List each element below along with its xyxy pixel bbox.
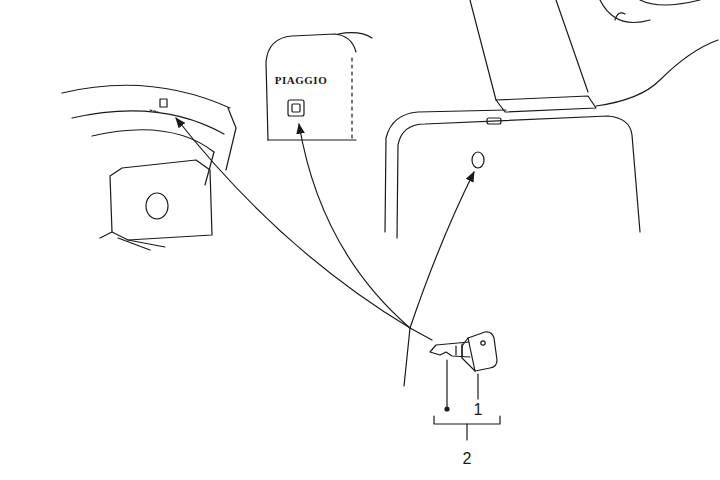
- rear-panel: [62, 85, 236, 250]
- callout-leaders: [434, 360, 500, 440]
- key-symbol: [430, 332, 497, 371]
- leg-shield: [385, 0, 718, 238]
- callout-number: 2: [463, 451, 472, 467]
- leader-arrows: [176, 118, 474, 386]
- glovebox-door: [266, 33, 372, 140]
- brand-logo: PIAGGIO: [275, 75, 327, 86]
- callout-number: 1: [474, 402, 483, 418]
